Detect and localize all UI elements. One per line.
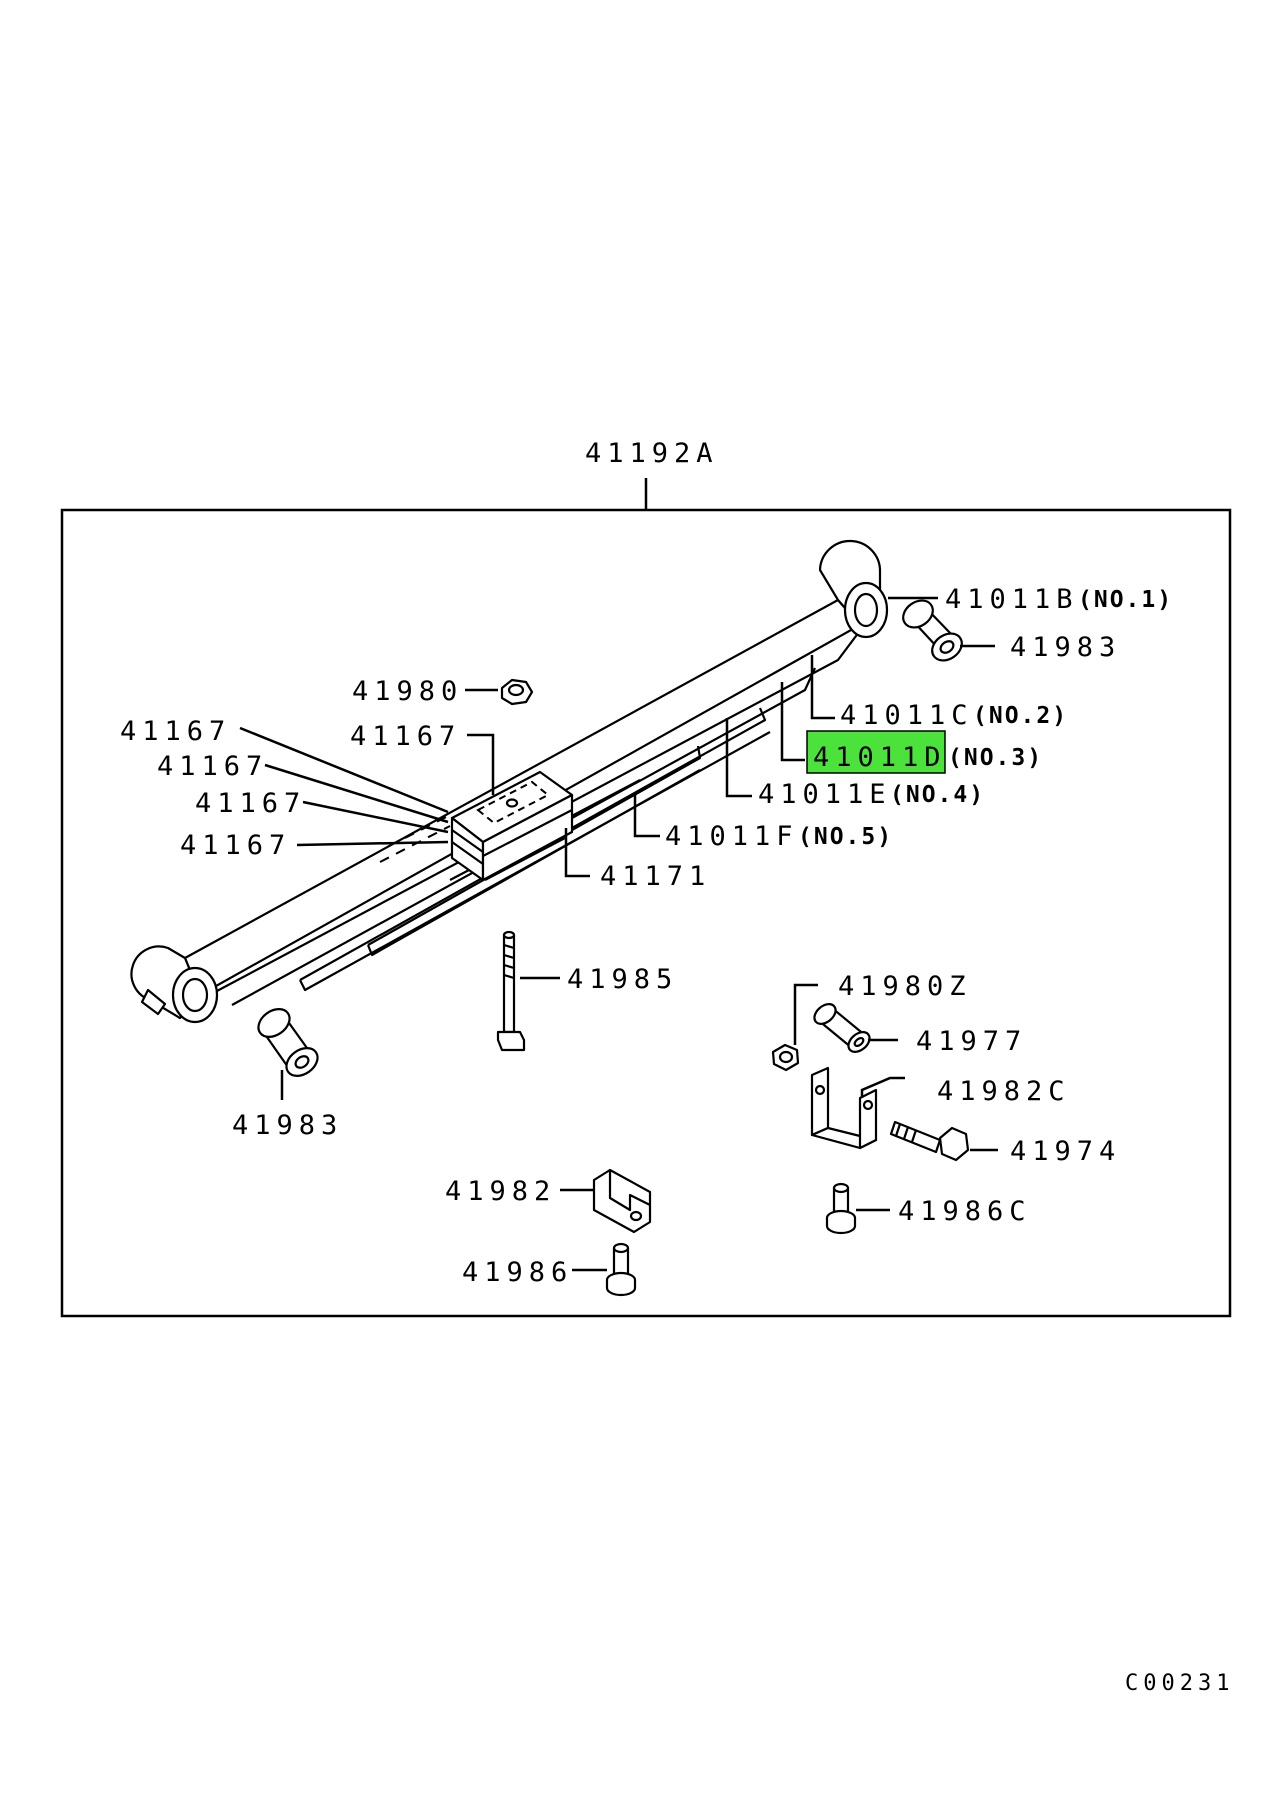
callout-41985[interactable]: 41985 (567, 964, 678, 995)
bushing-right (902, 599, 963, 662)
bracket-c (810, 1066, 878, 1150)
callout-41167-e[interactable]: 41167 (180, 830, 291, 861)
sleeve (813, 1003, 871, 1053)
callout-41974[interactable]: 41974 (1010, 1136, 1121, 1167)
center-bolt (496, 930, 526, 1052)
callout-41011D-no: (NO.3) (948, 745, 1043, 771)
callout-41983-right[interactable]: 41983 (1010, 632, 1121, 663)
callout-41982[interactable]: 41982 (445, 1176, 556, 1207)
callout-41983-left[interactable]: 41983 (232, 1110, 343, 1141)
callout-41171[interactable]: 41171 (600, 861, 711, 892)
callout-41980[interactable]: 41980 (352, 676, 463, 707)
callout-41011C[interactable]: 41011C (840, 700, 974, 731)
callout-41192A[interactable]: 41192A (585, 438, 719, 469)
callout-41011F[interactable]: 41011F (665, 821, 799, 852)
callout-41986[interactable]: 41986 (462, 1257, 573, 1288)
callout-41011D[interactable]: 41011D (813, 742, 947, 773)
callout-41980Z[interactable]: 41980Z (838, 971, 972, 1002)
leaf-spring (130, 539, 889, 1024)
nut-top (500, 678, 534, 706)
callout-41011F-no: (NO.5) (798, 824, 893, 850)
diagram-code: C00231 (1125, 1671, 1234, 1696)
bushing-left (257, 1008, 319, 1077)
nut-z (771, 1043, 800, 1072)
screw (605, 1242, 637, 1297)
callout-41011E[interactable]: 41011E (758, 779, 892, 810)
clamp (592, 1168, 652, 1234)
callout-41011B[interactable]: 41011B (945, 584, 1079, 615)
callout-41167-c[interactable]: 41167 (157, 751, 268, 782)
callout-41011C-no: (NO.2) (973, 703, 1068, 729)
screw-c (825, 1182, 857, 1235)
callout-41982C[interactable]: 41982C (937, 1076, 1071, 1107)
callout-labels: 41011B (NO.1) 41983 41011C (NO.2) 41011D… (120, 584, 1173, 1288)
callout-41167-a[interactable]: 41167 (120, 716, 231, 747)
callout-41011E-no: (NO.4) (890, 782, 985, 808)
callout-41167-d[interactable]: 41167 (195, 788, 306, 819)
leader-lines (239, 596, 998, 1272)
callout-41977[interactable]: 41977 (916, 1026, 1027, 1057)
highlight-box (806, 730, 946, 774)
callout-41167-b[interactable]: 41167 (350, 721, 461, 752)
callout-41011B-no: (NO.1) (1078, 587, 1173, 613)
bolt (889, 1120, 970, 1162)
callout-41986C[interactable]: 41986C (898, 1196, 1032, 1227)
